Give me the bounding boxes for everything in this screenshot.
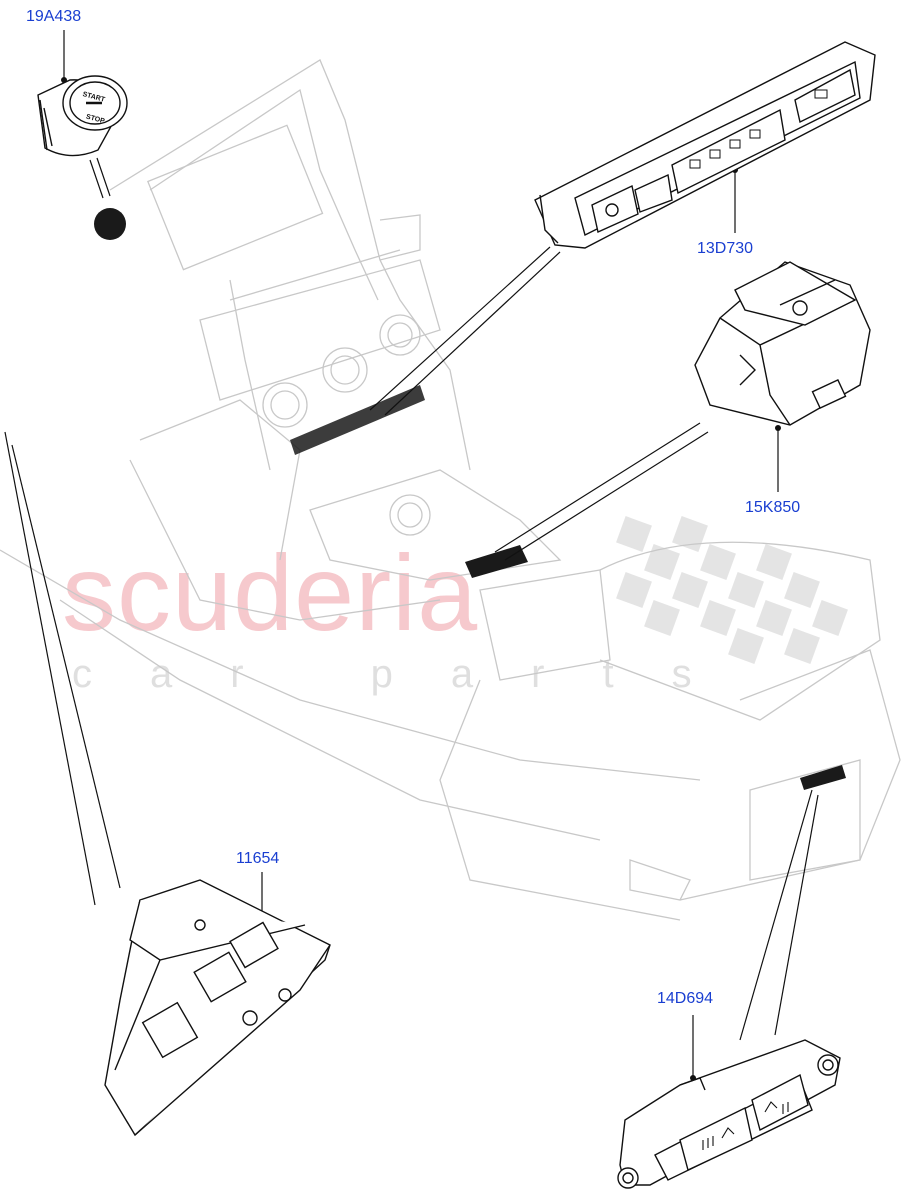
checker-flag-watermark bbox=[616, 516, 848, 664]
stop-label: STOP bbox=[85, 114, 105, 126]
console-switch-pack-part bbox=[534, 41, 876, 249]
callout-11654[interactable]: 11654 bbox=[236, 850, 280, 867]
rear-switch-icons bbox=[702, 1101, 789, 1150]
callout-13d730[interactable]: 13D730 bbox=[697, 240, 754, 257]
console-switch-location bbox=[94, 208, 846, 790]
callout-15k850[interactable]: 15K850 bbox=[745, 499, 801, 516]
watermark-tagline: car parts bbox=[72, 652, 750, 696]
console-switch-icons bbox=[689, 89, 828, 169]
leader-lines bbox=[4, 30, 819, 1078]
callout-19a438[interactable]: 19A438 bbox=[26, 8, 82, 25]
dashboard-module-part bbox=[104, 879, 331, 1137]
dashboard-background bbox=[0, 59, 901, 921]
rear-switch-pack-part bbox=[617, 1039, 841, 1189]
epb-switch-part bbox=[694, 261, 871, 426]
callout-14d694[interactable]: 14D694 bbox=[657, 990, 714, 1007]
watermark-brand: scuderia bbox=[62, 532, 479, 653]
start-stop-button-part bbox=[37, 75, 128, 157]
